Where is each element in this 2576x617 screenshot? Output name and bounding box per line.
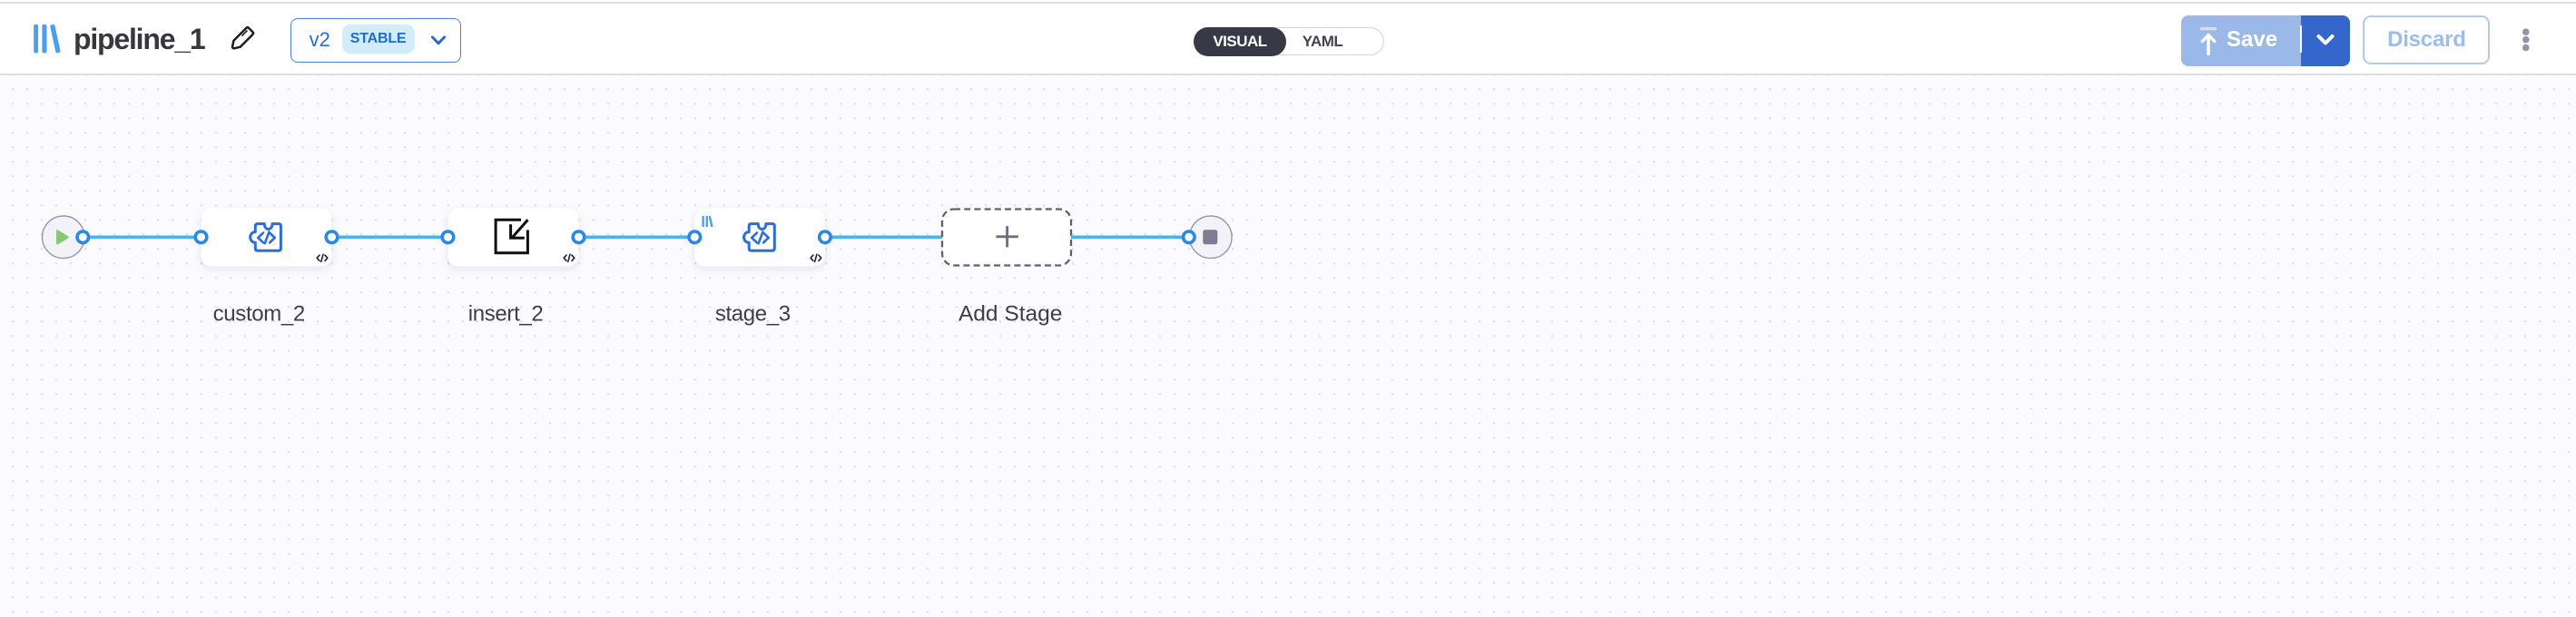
svg-text:Add Stage: Add Stage: [959, 301, 1062, 326]
svg-text:insert_2: insert_2: [468, 301, 544, 326]
svg-text:custom_2: custom_2: [213, 301, 305, 326]
svg-text:stage_3: stage_3: [715, 301, 791, 326]
